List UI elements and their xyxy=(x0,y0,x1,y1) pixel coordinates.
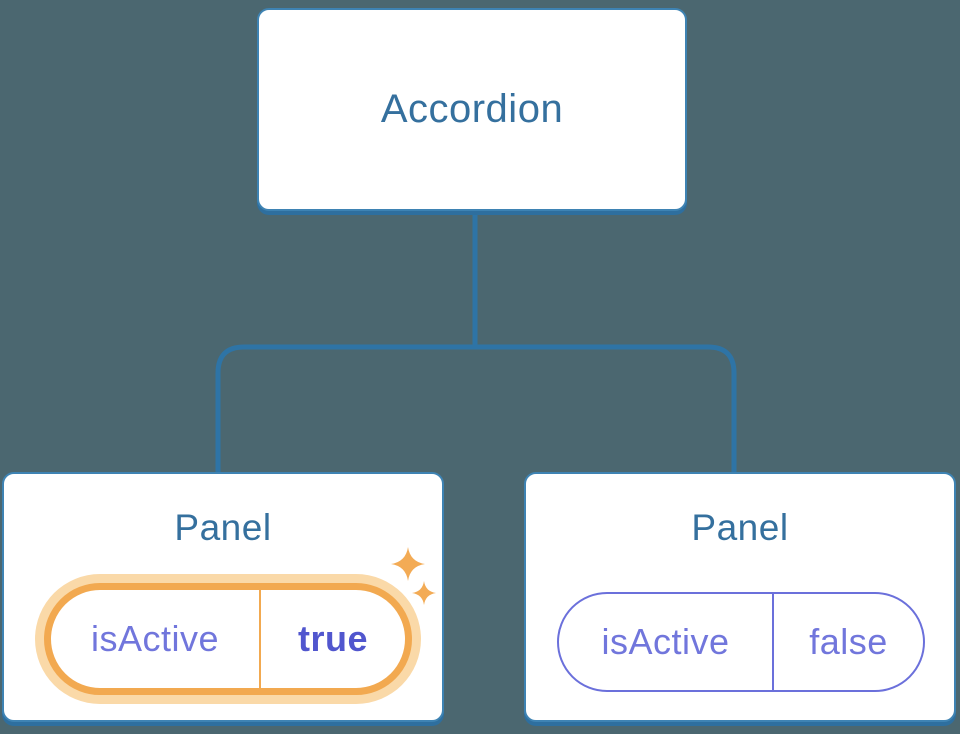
panel-node-label: Panel xyxy=(691,507,789,548)
state-prop-value: false xyxy=(809,621,888,662)
state-prop-name: isActive xyxy=(90,618,220,659)
panel-node-active: Panel isActive true xyxy=(2,472,444,722)
connector-branches xyxy=(215,344,737,472)
panel-node-inactive: Panel isActive false xyxy=(524,472,956,722)
accordion-node-label: Accordion xyxy=(380,87,564,131)
state-prop-value: true xyxy=(297,618,368,659)
state-prop-name: isActive xyxy=(601,621,730,662)
state-pill-active: isActive true xyxy=(44,583,412,695)
state-pill-inactive: isActive false xyxy=(557,592,925,692)
sparkles-icon xyxy=(391,547,436,605)
pill-divider xyxy=(259,590,261,688)
pill-divider xyxy=(772,594,774,690)
accordion-node: Accordion xyxy=(257,8,687,211)
panel-node-label: Panel xyxy=(174,507,272,548)
